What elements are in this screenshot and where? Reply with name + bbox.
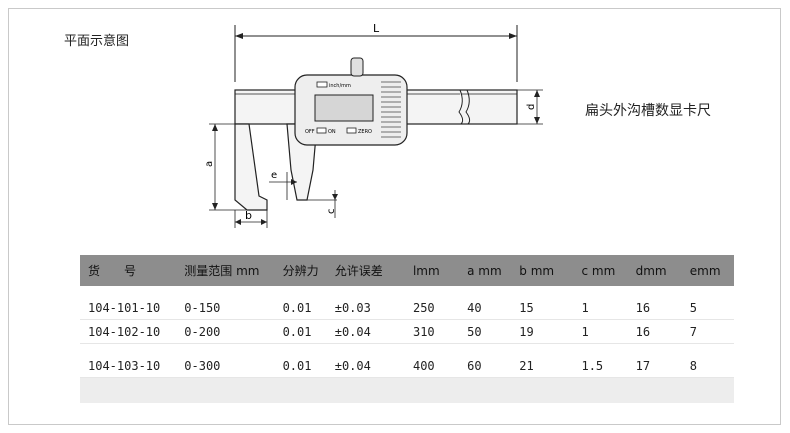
cell-l: 310 bbox=[404, 319, 460, 344]
cell-model: 104-101-10 bbox=[80, 296, 177, 320]
cell-b: 19 bbox=[511, 319, 574, 344]
label-b: b bbox=[245, 209, 252, 222]
cell-b: 15 bbox=[511, 296, 574, 320]
cell-c: 1 bbox=[573, 296, 628, 320]
cell-range: 0-300 bbox=[176, 354, 275, 378]
cell-resolution: 0.01 bbox=[274, 354, 327, 378]
header-e: emm bbox=[681, 255, 734, 286]
text-inch-mm: inch/mm bbox=[329, 83, 351, 89]
cell-range: 0-150 bbox=[176, 296, 275, 320]
cell-resolution: 0.01 bbox=[274, 319, 327, 344]
cell-model: 104-103-10 bbox=[80, 354, 177, 378]
text-off: OFF bbox=[305, 129, 315, 135]
cell-model: 104-102-10 bbox=[80, 319, 177, 344]
cell-b: 21 bbox=[511, 354, 574, 378]
spec-table: 货 号 测量范围 mm 分辨力 允许误差 lmm a mm b mm c mm … bbox=[80, 255, 734, 403]
label-a: a bbox=[204, 161, 215, 167]
cell-error: ±0.04 bbox=[326, 354, 405, 378]
cell-c: 1 bbox=[573, 319, 628, 344]
product-name: 扁头外沟槽数显卡尺 bbox=[585, 103, 711, 119]
page-frame bbox=[8, 8, 781, 425]
text-zero: ZERO bbox=[358, 129, 372, 135]
cell-error: ±0.03 bbox=[326, 296, 405, 320]
cell-d: 17 bbox=[627, 354, 682, 378]
cell-l: 400 bbox=[404, 354, 460, 378]
cell-e: 5 bbox=[681, 296, 734, 320]
table-empty-row bbox=[80, 377, 734, 403]
cell-a: 40 bbox=[459, 296, 512, 320]
cell-d: 16 bbox=[627, 296, 682, 320]
label-L: L bbox=[373, 22, 380, 35]
text-on: ON bbox=[328, 129, 336, 135]
header-model: 货 号 bbox=[80, 255, 177, 286]
cell-a: 50 bbox=[459, 319, 512, 344]
cell-c: 1.5 bbox=[573, 354, 628, 378]
header-b: b mm bbox=[511, 255, 574, 286]
cell-resolution: 0.01 bbox=[274, 296, 327, 320]
header-l: lmm bbox=[404, 255, 460, 286]
cell-l: 250 bbox=[404, 296, 460, 320]
cell-error: ±0.04 bbox=[326, 319, 405, 344]
header-a: a mm bbox=[459, 255, 512, 286]
caliper-diagram: L d inch/mm OFF ON ZERO a b bbox=[204, 22, 543, 228]
page-title: 平面示意图 bbox=[64, 34, 130, 49]
cell-a: 60 bbox=[459, 354, 512, 378]
label-e: e bbox=[271, 170, 277, 181]
header-range: 测量范围 mm bbox=[176, 255, 275, 286]
header-c: c mm bbox=[573, 255, 628, 286]
table-row: 104-102-10 0-200 0.01 ±0.04 310 50 19 1 … bbox=[80, 319, 734, 344]
label-d: d bbox=[526, 104, 537, 110]
label-c: c bbox=[326, 209, 337, 215]
table-row: 104-103-10 0-300 0.01 ±0.04 400 60 21 1.… bbox=[80, 354, 734, 378]
cell-range: 0-200 bbox=[176, 319, 275, 344]
header-resolution: 分辨力 bbox=[274, 255, 327, 286]
cell-e: 8 bbox=[681, 354, 734, 378]
header-d: dmm bbox=[627, 255, 682, 286]
header-error: 允许误差 bbox=[326, 255, 405, 286]
cell-e: 7 bbox=[681, 319, 734, 344]
table-spacer bbox=[80, 344, 734, 355]
table-header-row: 货 号 测量范围 mm 分辨力 允许误差 lmm a mm b mm c mm … bbox=[80, 255, 734, 286]
table-spacer bbox=[80, 286, 734, 296]
cell-d: 16 bbox=[627, 319, 682, 344]
table-row: 104-101-10 0-150 0.01 ±0.03 250 40 15 1 … bbox=[80, 296, 734, 320]
